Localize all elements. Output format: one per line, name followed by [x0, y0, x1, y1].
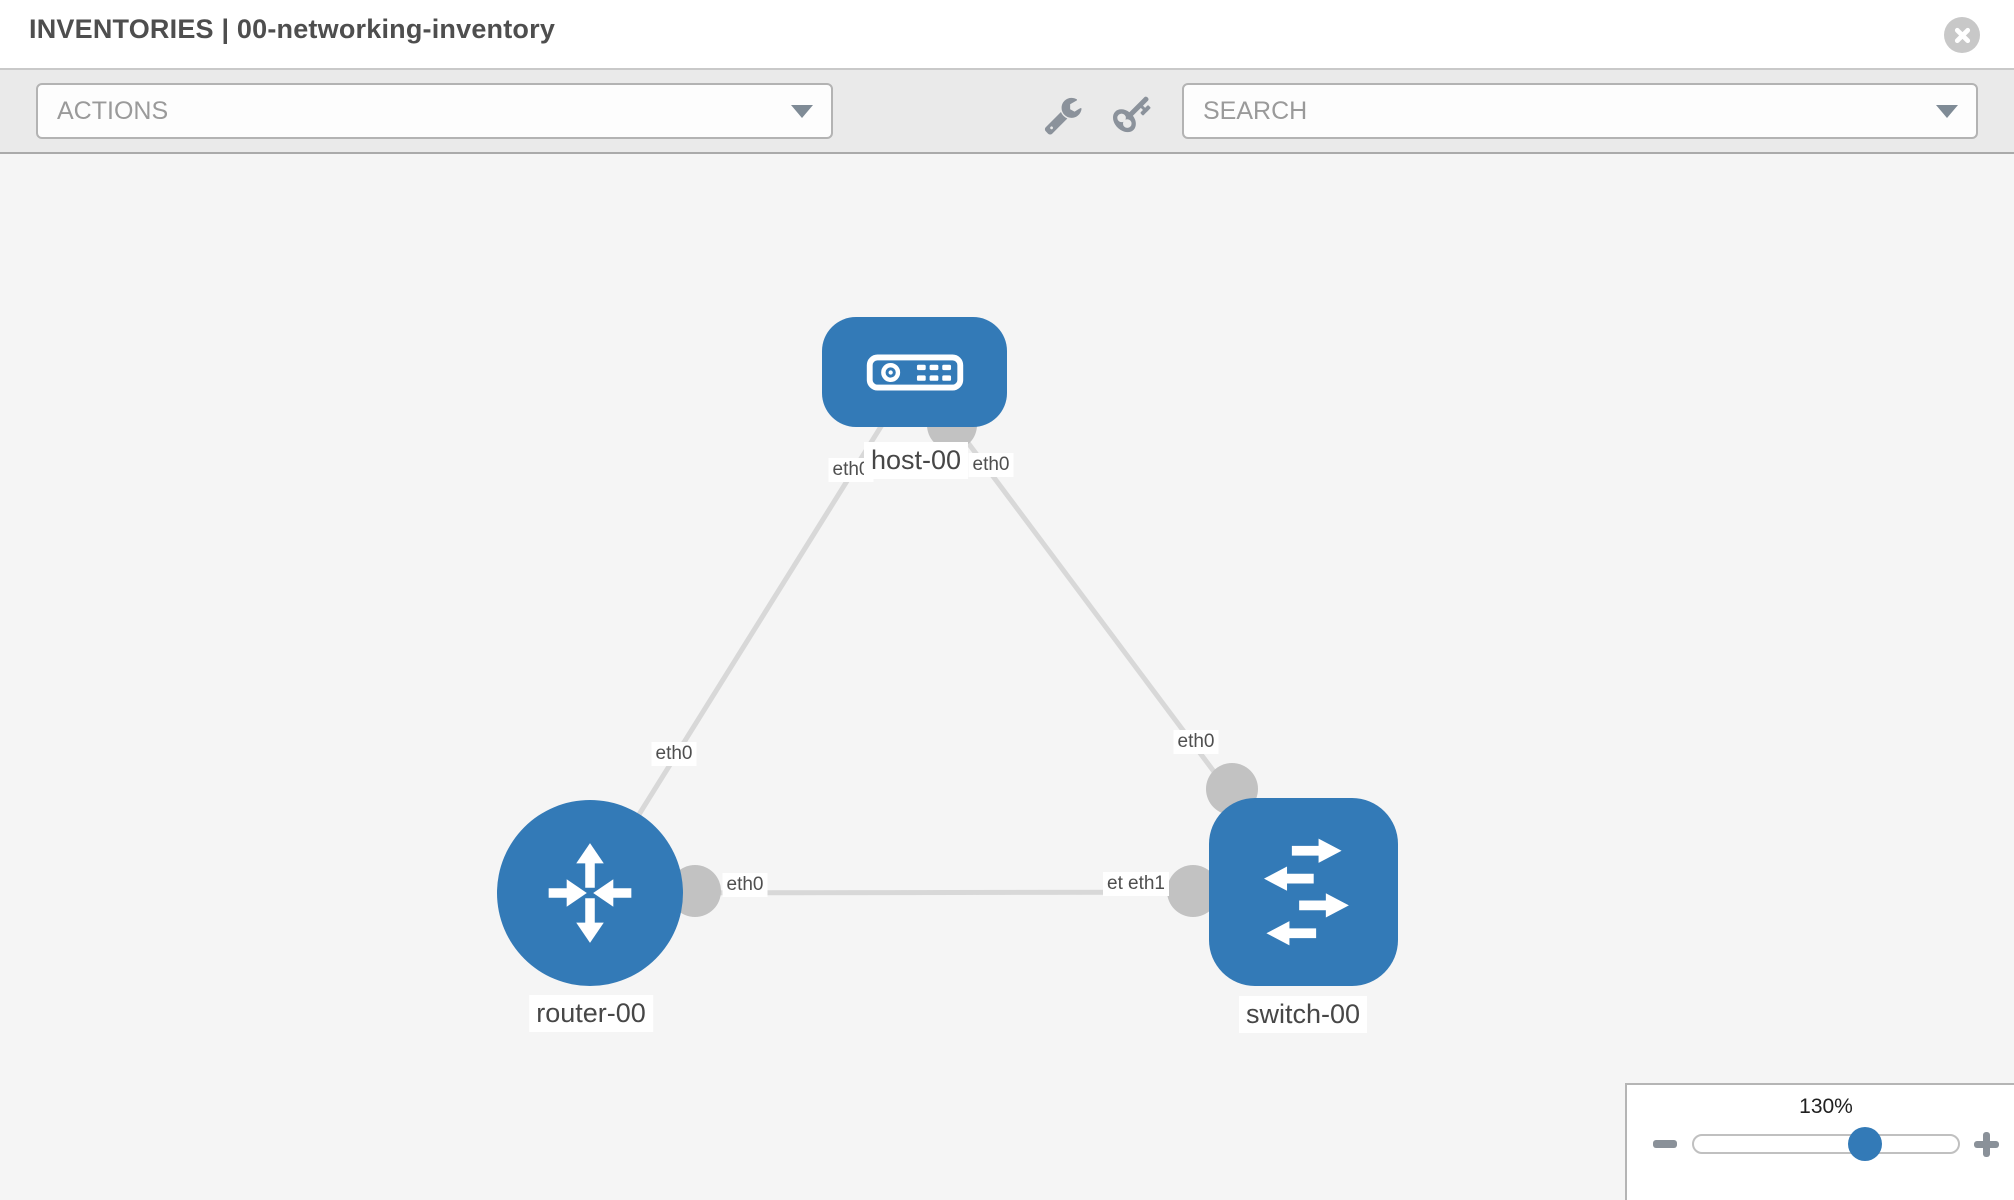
node-router-00[interactable]	[497, 800, 683, 986]
key-icon	[1113, 96, 1151, 133]
router-icon	[548, 843, 632, 943]
zoom-slider-thumb[interactable]	[1848, 1127, 1882, 1161]
node-host-00[interactable]	[822, 317, 1007, 427]
topology-canvas[interactable]: host-00 router-00 switch-00 eth0 eth0 et…	[0, 154, 2014, 1200]
iface-label-switch-eth0-top: eth0	[1173, 730, 1219, 754]
node-label-router-00: router-00	[529, 995, 653, 1032]
header-bar: INVENTORIES | 00-networking-inventory	[0, 0, 2014, 70]
page-title: INVENTORIES | 00-networking-inventory	[29, 14, 556, 44]
actions-dropdown[interactable]: ACTIONS	[36, 83, 833, 139]
credentials-button[interactable]	[1111, 93, 1155, 137]
iface-label-router-eth0-up: eth0	[651, 742, 697, 766]
node-label-host-00: host-00	[863, 442, 969, 479]
endpoint-circle-switch-mid	[1167, 865, 1219, 917]
zoom-level: 130%	[1799, 1095, 1853, 1118]
node-label-switch-00: switch-00	[1238, 996, 1368, 1033]
links-layer	[587, 370, 1307, 917]
close-icon	[1954, 27, 1970, 43]
node-switch-00[interactable]	[1209, 798, 1398, 986]
zoom-in-icon[interactable]	[1974, 1132, 1999, 1157]
zoom-out-icon[interactable]	[1653, 1140, 1677, 1148]
actions-dropdown-label: ACTIONS	[57, 96, 169, 125]
configure-button[interactable]	[1041, 93, 1085, 137]
zoom-panel: 130%	[1625, 1083, 2014, 1200]
iface-label-switch-eth1: eth1	[1124, 872, 1169, 896]
toolbar: ACTIONS SEARCH	[0, 70, 2014, 154]
search-dropdown[interactable]: SEARCH	[1182, 83, 1978, 139]
search-dropdown-label: SEARCH	[1203, 96, 1308, 125]
wrench-icon	[1044, 97, 1082, 135]
zoom-slider-track[interactable]	[1692, 1134, 1960, 1154]
chevron-down-icon	[791, 105, 813, 118]
close-button[interactable]	[1944, 17, 1980, 53]
switch-icon	[1263, 838, 1349, 946]
iface-label-host-eth0-right: eth0	[968, 453, 1014, 477]
host-icon	[866, 353, 963, 391]
chevron-down-icon	[1936, 105, 1958, 118]
iface-label-router-eth0-side: eth0	[722, 873, 768, 897]
